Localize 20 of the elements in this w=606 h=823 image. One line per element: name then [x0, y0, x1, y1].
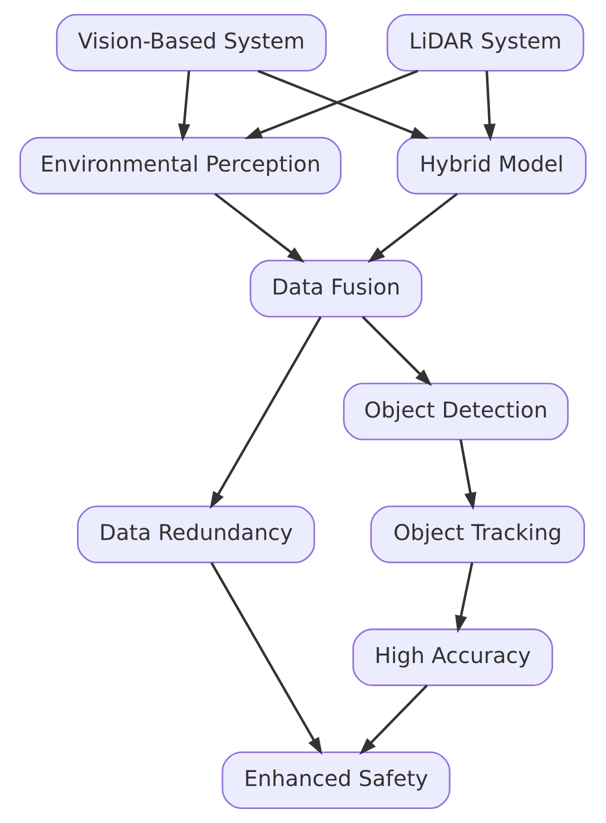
arrow [178, 70, 190, 142]
node-box: Data Redundancy [77, 506, 316, 564]
node-box: Enhanced Safety [222, 751, 450, 810]
node-box: Environmental Perception [19, 136, 342, 194]
arrow [455, 562, 474, 633]
node-box: Data Fusion [250, 260, 422, 318]
arrow [362, 316, 432, 386]
node-box: Vision-Based System [56, 14, 327, 72]
node-box: Hybrid Model [396, 136, 587, 194]
arrow [210, 316, 322, 510]
arrow [214, 192, 305, 263]
arrow [359, 684, 428, 755]
arrow [210, 562, 322, 755]
node-box: High Accuracy [352, 628, 554, 686]
node-box: Object Tracking [370, 506, 585, 564]
arrow [483, 70, 496, 142]
arrow [459, 439, 476, 510]
node-box: Object Detection [343, 382, 569, 440]
node-box: LiDAR System [386, 14, 584, 72]
arrow [368, 192, 458, 263]
